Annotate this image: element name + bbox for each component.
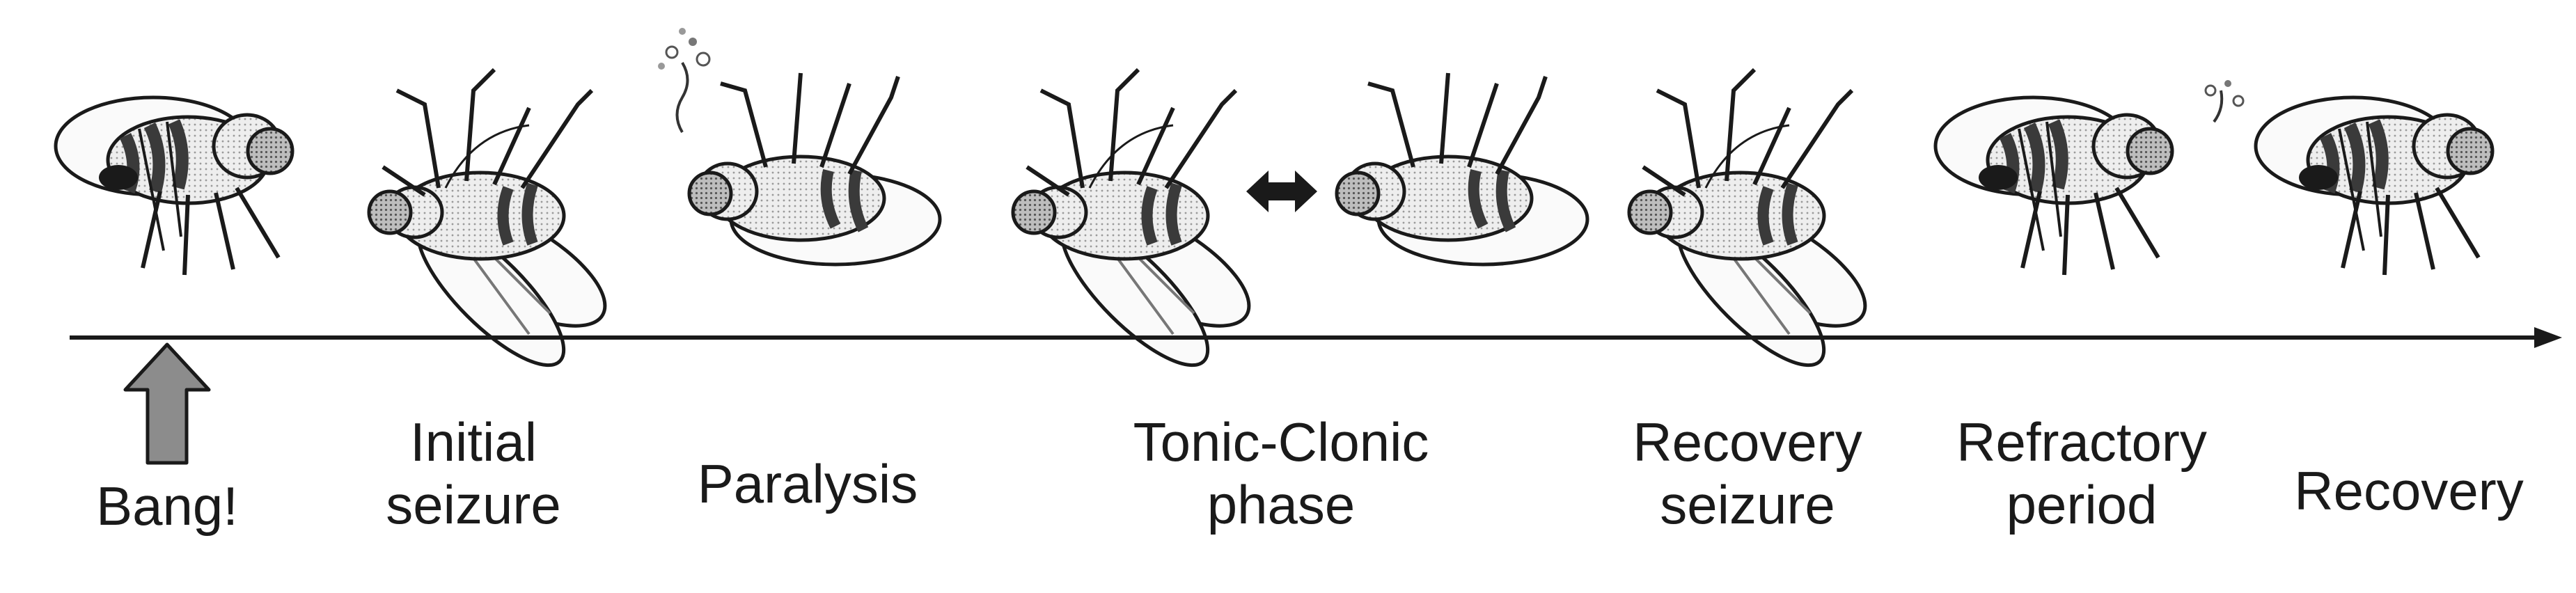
stage-label-recovery: Recovery: [2263, 459, 2555, 522]
double-headed-arrow-icon: [1246, 171, 1317, 212]
fly-upright-icon: [2256, 97, 2492, 275]
stage-line: Recovery: [2294, 460, 2524, 521]
stage-label-initial-seizure: Initial seizure: [348, 411, 599, 536]
stage-line: period: [2006, 474, 2158, 535]
stage-label-paralysis: Paralysis: [654, 452, 961, 515]
fly-stage-recovery: [2256, 97, 2492, 275]
fly-on-back-icon: [1337, 73, 1587, 264]
stage-label-recovery-seizure: Recovery seizure: [1594, 411, 1901, 536]
stage-line: Bang!: [96, 475, 238, 537]
fly-on-back-icon: [689, 73, 940, 264]
stage-label-tonic-clonic: Tonic-Clonic phase: [1086, 411, 1476, 536]
stage-line: seizure: [1660, 474, 1835, 535]
stage-line: Paralysis: [697, 453, 918, 514]
stage-line: Refractory: [1956, 411, 2207, 473]
fly-stage-refractory: [1935, 97, 2172, 275]
fly-stage-paralysis: [689, 73, 940, 264]
stage-label-refractory-period: Refractory period: [1922, 411, 2242, 536]
stage-line: phase: [1207, 474, 1356, 535]
dizzy-stars-icon: [2204, 80, 2245, 123]
fly-stage-tonic-clonic-b: [1337, 73, 1587, 264]
stage-line: Tonic-Clonic: [1133, 411, 1429, 473]
fly-stage-bang: [56, 97, 292, 275]
stage-line: seizure: [386, 474, 561, 535]
timeline-arrow: [70, 327, 2562, 348]
dizzy-stars-icon: [658, 28, 711, 134]
fly-upright-icon: [1935, 97, 2172, 275]
stage-line: Initial: [409, 411, 537, 473]
stage-label-bang: Bang!: [77, 475, 258, 537]
stage-line: Recovery: [1633, 411, 1862, 473]
bang-arrow-icon: [123, 342, 211, 465]
fly-upright-icon: [56, 97, 292, 275]
